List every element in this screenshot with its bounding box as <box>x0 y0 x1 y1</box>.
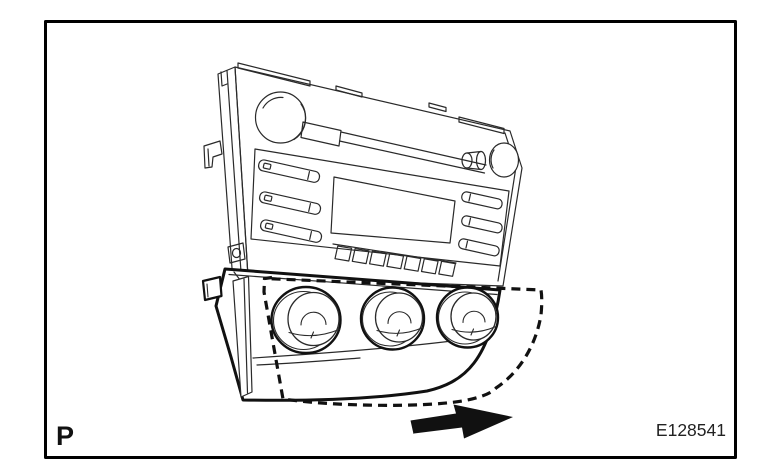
climate-knob-right <box>435 286 500 349</box>
climate-knob-left <box>270 285 342 355</box>
radio-face-recess <box>250 148 510 267</box>
cd-slot <box>300 121 487 174</box>
radio-top-tabs <box>237 62 505 135</box>
climate-knob-center <box>359 286 426 351</box>
radio-left-buttons <box>257 159 323 243</box>
radio-tune-knob <box>488 142 520 178</box>
figure-id: E128541 <box>655 420 726 440</box>
radio-volume-knob <box>254 91 307 144</box>
panel-label: P <box>56 421 75 451</box>
climate-left-tab <box>201 275 223 302</box>
radio-face-outline <box>234 66 523 287</box>
figure-border <box>44 20 737 459</box>
climate-control-panel-drawing <box>201 267 502 402</box>
radio-display <box>330 176 456 244</box>
climate-left-bracket <box>232 275 253 398</box>
radio-head-unit-drawing <box>203 62 523 287</box>
radio-preset-buttons <box>332 243 457 277</box>
removed-position-dashed-outline <box>262 275 544 407</box>
removal-direction-arrow <box>410 404 513 439</box>
radio-right-buttons <box>458 191 503 257</box>
